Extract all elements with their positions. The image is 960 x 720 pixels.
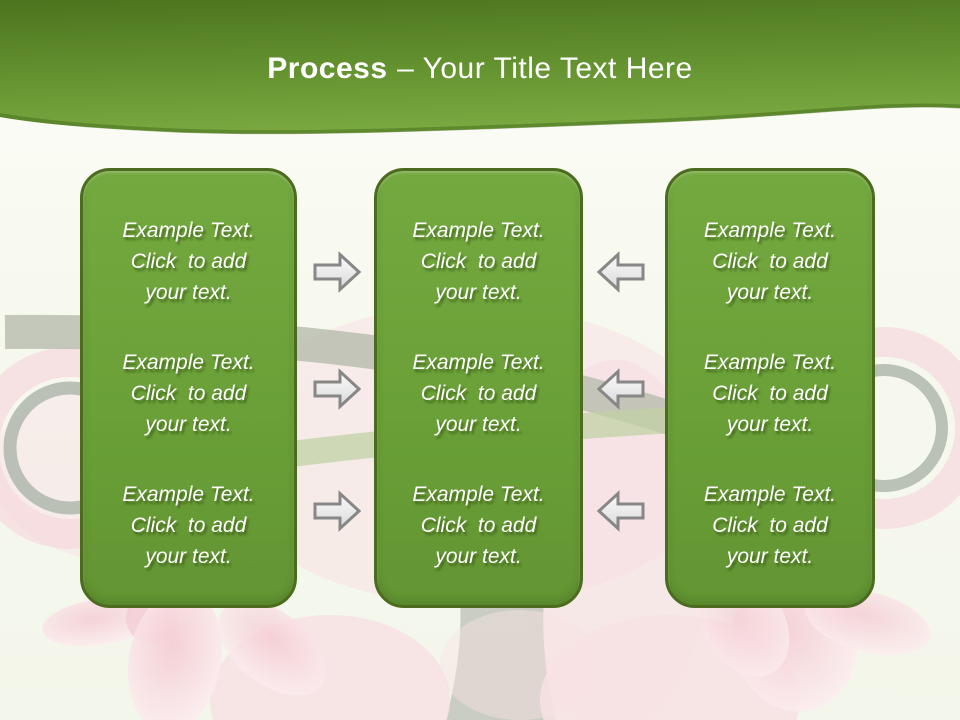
left-arrow-icon xyxy=(597,490,645,532)
header-wave-edge xyxy=(0,103,960,135)
left-arrow-icon xyxy=(597,368,645,410)
text-placeholder[interactable]: Example Text. Click to add your text. xyxy=(703,483,837,568)
process-box-right[interactable]: Example Text. Click to add your text. Ex… xyxy=(665,168,875,608)
text-placeholder[interactable]: Example Text. Click to add your text. xyxy=(412,483,545,568)
title-emphasis: Process xyxy=(267,52,388,85)
right-arrow-icon xyxy=(313,251,361,293)
process-box-center[interactable]: Example Text. Click to add your text. Ex… xyxy=(374,168,583,608)
text-placeholder[interactable]: Example Text. Click to add your text. xyxy=(122,483,255,568)
text-placeholder[interactable]: Example Text. Click to add your text. xyxy=(703,219,837,304)
header-wave-shape xyxy=(0,0,960,134)
right-arrow-icon xyxy=(313,368,361,410)
left-arrow-icon xyxy=(597,251,645,293)
text-placeholder[interactable]: Example Text. Click to add your text. xyxy=(412,351,545,436)
page-title[interactable]: Process – Your Title Text Here xyxy=(0,52,960,86)
text-placeholder[interactable]: Example Text. Click to add your text. xyxy=(703,351,837,436)
process-box-left[interactable]: Example Text. Click to add your text. Ex… xyxy=(80,168,297,608)
text-placeholder[interactable]: Example Text. Click to add your text. xyxy=(122,351,255,436)
text-placeholder[interactable]: Example Text. Click to add your text. xyxy=(122,219,255,304)
right-arrow-icon xyxy=(313,490,361,532)
header-banner xyxy=(0,0,960,135)
title-rest: – Your Title Text Here xyxy=(397,52,693,85)
text-placeholder[interactable]: Example Text. Click to add your text. xyxy=(412,219,545,304)
